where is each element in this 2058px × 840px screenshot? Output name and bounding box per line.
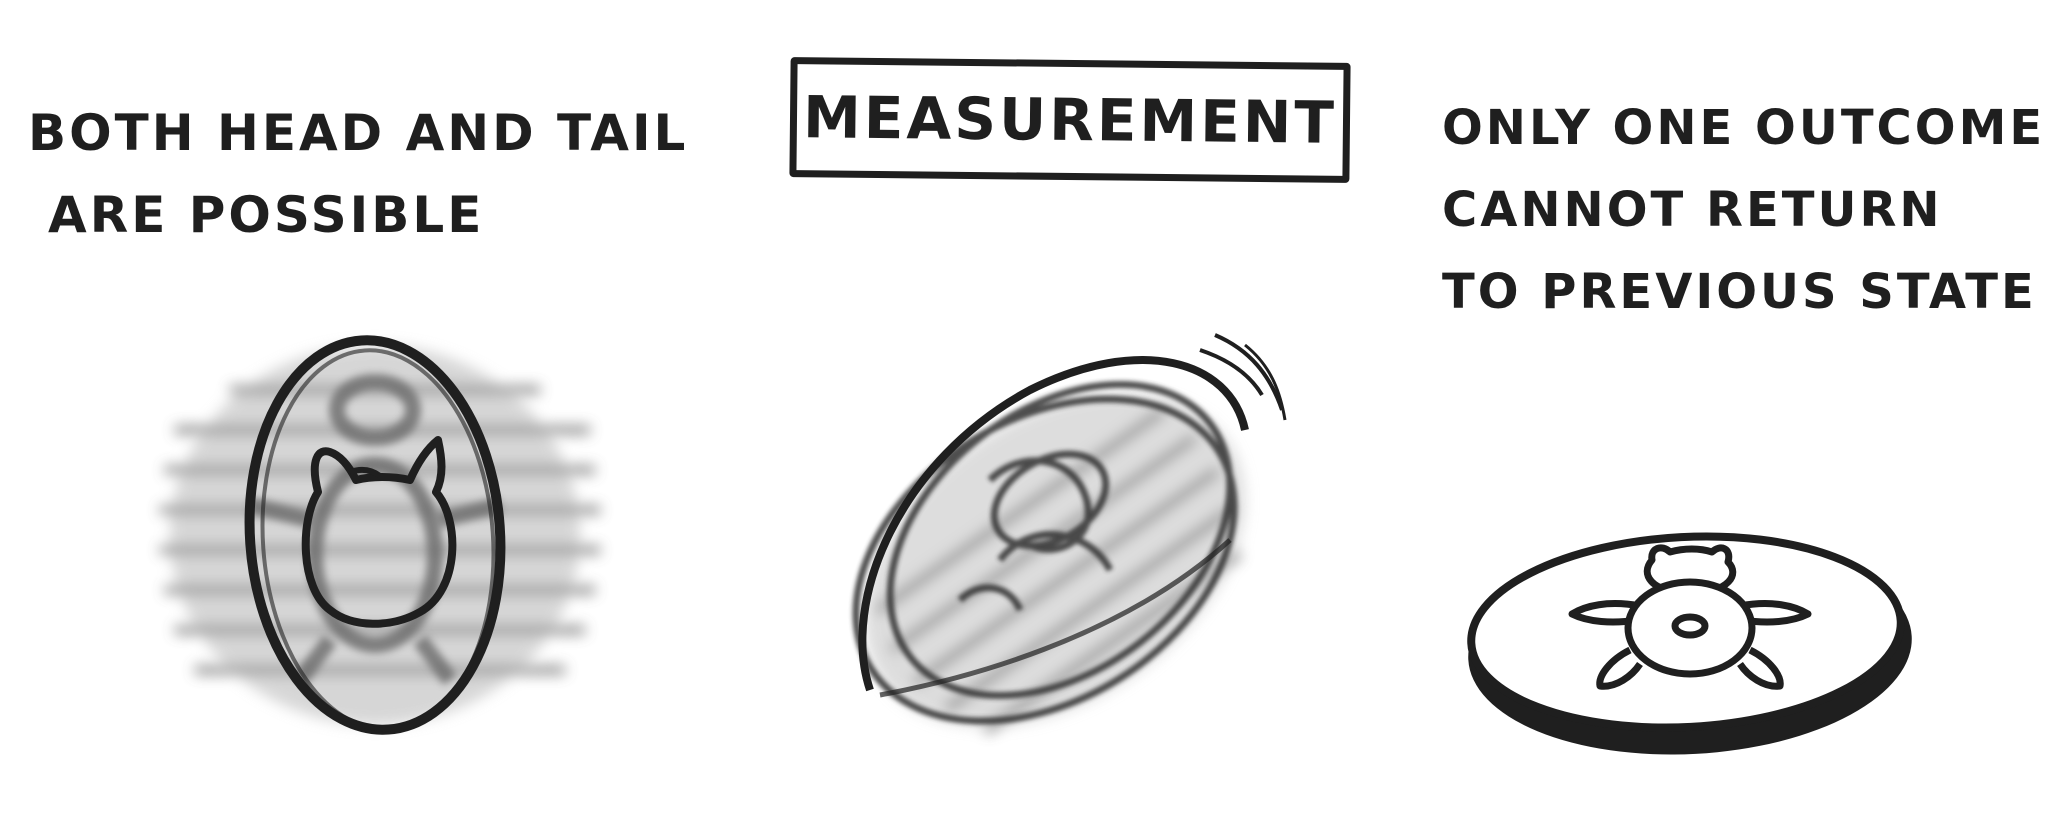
spinning-coin-icon xyxy=(160,332,600,738)
tumbling-coin-icon xyxy=(797,321,1307,796)
landed-coin-icon xyxy=(1463,526,1917,766)
